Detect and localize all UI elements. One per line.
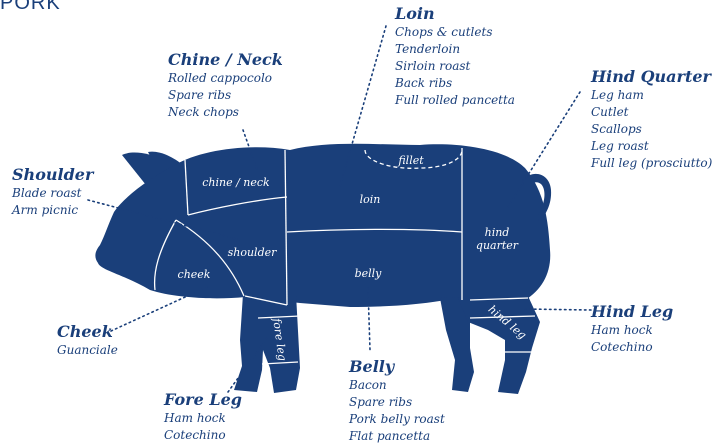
pig-label-cheek: cheek bbox=[178, 268, 211, 281]
cut-loin-item: Chops & cutlets bbox=[395, 24, 515, 41]
cut-hind-quarter-item: Scallops bbox=[591, 121, 712, 138]
cut-belly: Belly Bacon Spare ribs Pork belly roast … bbox=[349, 357, 445, 445]
cut-chine-neck-item: Rolled cappocolo bbox=[168, 70, 283, 87]
cut-loin-item: Full rolled pancetta bbox=[395, 92, 515, 109]
cut-hind-quarter: Hind Quarter Leg ham Cutlet Scallops Leg… bbox=[591, 67, 712, 172]
cut-cheek: Cheek Guanciale bbox=[57, 322, 118, 359]
pig-silhouette bbox=[95, 144, 551, 394]
cut-chine-neck-item: Spare ribs bbox=[168, 87, 283, 104]
cut-fore-leg-title: Fore Leg bbox=[164, 390, 242, 410]
pig-label-shoulder: shoulder bbox=[228, 246, 278, 259]
cut-fore-leg-item: Cotechino bbox=[164, 427, 242, 444]
cut-hind-quarter-item: Full leg (prosciutto) bbox=[591, 155, 712, 172]
cut-loin: Loin Chops & cutlets Tenderloin Sirloin … bbox=[395, 4, 515, 109]
cut-hind-leg-item: Cotechino bbox=[591, 339, 673, 356]
cut-hind-quarter-item: Cutlet bbox=[591, 104, 712, 121]
cut-cheek-item: Guanciale bbox=[57, 342, 118, 359]
cut-shoulder-item: Blade roast bbox=[12, 185, 93, 202]
cut-loin-item: Tenderloin bbox=[395, 41, 515, 58]
pig-label-loin: loin bbox=[360, 193, 381, 206]
pig-label-hind-quarter-line1: hind bbox=[485, 226, 510, 239]
cut-belly-item: Flat pancetta bbox=[349, 428, 445, 445]
cut-hind-quarter-item: Leg ham bbox=[591, 87, 712, 104]
cut-shoulder-item: Arm picnic bbox=[12, 202, 93, 219]
cut-belly-item: Bacon bbox=[349, 377, 445, 394]
cut-hind-leg-title: Hind Leg bbox=[591, 302, 673, 322]
pig-label-hind-quarter-line2: quarter bbox=[476, 239, 519, 252]
pig-label-belly: belly bbox=[355, 267, 383, 280]
cut-loin-title: Loin bbox=[395, 4, 515, 24]
cut-belly-item: Spare ribs bbox=[349, 394, 445, 411]
cut-shoulder: Shoulder Blade roast Arm picnic bbox=[12, 165, 93, 219]
pig-label-fillet: fillet bbox=[397, 154, 424, 167]
cut-chine-neck: Chine / Neck Rolled cappocolo Spare ribs… bbox=[168, 50, 283, 121]
cut-chine-neck-item: Neck chops bbox=[168, 104, 283, 121]
cut-fore-leg-item: Ham hock bbox=[164, 410, 242, 427]
cut-belly-item: Pork belly roast bbox=[349, 411, 445, 428]
cut-chine-neck-title: Chine / Neck bbox=[168, 50, 283, 70]
cut-loin-item: Back ribs bbox=[395, 75, 515, 92]
cut-belly-title: Belly bbox=[349, 357, 445, 377]
cut-cheek-title: Cheek bbox=[57, 322, 118, 342]
cut-hind-quarter-title: Hind Quarter bbox=[591, 67, 712, 87]
cut-hind-leg-item: Ham hock bbox=[591, 322, 673, 339]
cut-fore-leg: Fore Leg Ham hock Cotechino bbox=[164, 390, 242, 444]
cut-hind-leg: Hind Leg Ham hock Cotechino bbox=[591, 302, 673, 356]
cut-shoulder-title: Shoulder bbox=[12, 165, 93, 185]
cut-hind-quarter-item: Leg roast bbox=[591, 138, 712, 155]
cut-loin-item: Sirloin roast bbox=[395, 58, 515, 75]
pig-label-chine-neck: chine / neck bbox=[202, 176, 270, 189]
